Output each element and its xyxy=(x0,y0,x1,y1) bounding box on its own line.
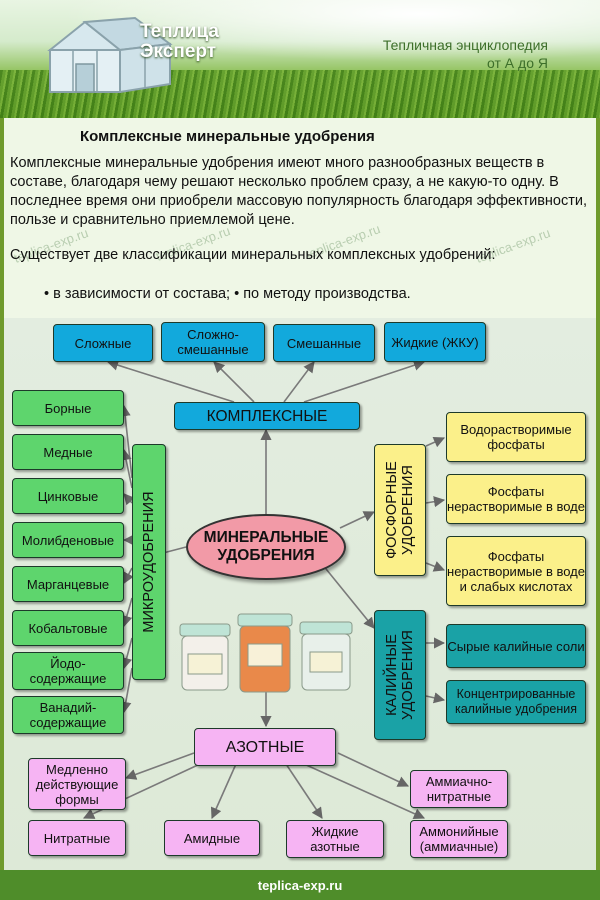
micro-item: Марганцевые xyxy=(12,566,124,602)
phosphorus-item: Водорастворимые фосфаты xyxy=(446,412,586,462)
phosphorus-item: Фосфаты нерастворимые в воде xyxy=(446,474,586,524)
article-title: Комплексные минеральные удобрения xyxy=(80,128,375,145)
complex-item: Смешанные xyxy=(273,324,375,362)
phosphorus-group-label: ФОСФОРНЫЕ УДОБРЕНИЯ xyxy=(374,444,426,576)
article-intro: Комплексные минеральные удобрения имеют … xyxy=(10,155,587,228)
micro-item: Борные xyxy=(12,390,124,426)
logo-title[interactable]: Теплица Эксперт xyxy=(140,21,219,62)
micro-item: Ванадий-содержащие xyxy=(12,696,124,734)
nitrogen-item: Аммиачно-нитратные xyxy=(410,770,508,808)
site-tagline: Тепличная энциклопедия от А до Я xyxy=(382,37,548,71)
nitrogen-item: Аммонийные (аммиачные) xyxy=(410,820,508,858)
complex-item: Сложно-смешанные xyxy=(161,322,265,362)
micro-item: Цинковые xyxy=(12,478,124,514)
micro-item: Йодо-содержащие xyxy=(12,652,124,690)
footer-site-link[interactable]: teplica-exp.ru xyxy=(257,877,343,893)
article-bullets: • в зависимости от состава; • по методу … xyxy=(44,286,411,302)
center-node: МИНЕРАЛЬНЫЕ УДОБРЕНИЯ xyxy=(186,514,346,580)
micro-item: Медные xyxy=(12,434,124,470)
article-classification: Существует две классификации минеральных… xyxy=(10,247,496,263)
fertilizer-jars-image xyxy=(179,613,353,693)
micro-group-label: МИКРОУДОБРЕНИЯ xyxy=(132,444,166,680)
phosphorus-item: Фосфаты нерастворимые в воде и слабых ки… xyxy=(446,536,586,606)
complex-item: Жидкие (ЖКУ) xyxy=(384,322,486,362)
potassium-group-label: КАЛИЙНЫЕ УДОБРЕНИЯ xyxy=(374,610,426,740)
complex-group-label: КОМПЛЕКСНЫЕ xyxy=(174,402,360,430)
site-footer: teplica-exp.ru xyxy=(0,870,600,900)
nitrogen-item: Амидные xyxy=(164,820,260,856)
fertilizer-diagram: Сложные Сложно-смешанные Смешанные Жидки… xyxy=(4,318,596,870)
potassium-item: Сырые калийные соли xyxy=(446,624,586,668)
micro-item: Кобальтовые xyxy=(12,610,124,646)
site-header: Теплица Эксперт Тепличная энциклопедия о… xyxy=(0,0,600,118)
nitrogen-item: Жидкие азотные xyxy=(286,820,384,858)
greenhouse-logo-icon[interactable] xyxy=(40,14,240,94)
complex-item: Сложные xyxy=(53,324,153,362)
nitrogen-item: Медленно действующие формы xyxy=(28,758,126,810)
article-panel: teplica-exp.ru teplica-exp.ru teplica-ex… xyxy=(4,118,596,318)
potassium-item: Концентрированные калийные удобрения xyxy=(446,680,586,724)
nitrogen-group-label: АЗОТНЫЕ xyxy=(194,728,336,766)
nitrogen-item: Нитратные xyxy=(28,820,126,856)
micro-item: Молибденовые xyxy=(12,522,124,558)
